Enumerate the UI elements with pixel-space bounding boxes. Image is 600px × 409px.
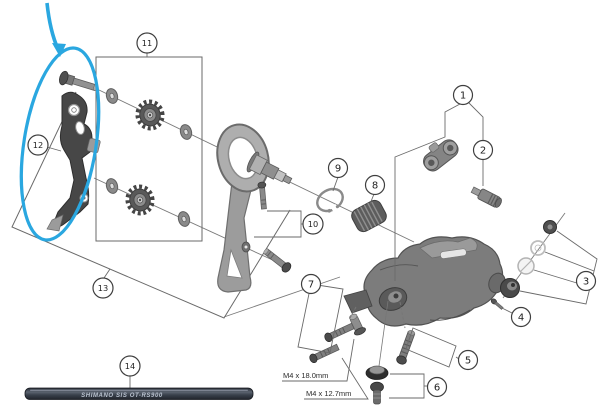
- callout-5: 5: [457, 349, 479, 371]
- callout-2: 2: [472, 139, 494, 161]
- plate-stop-bolt: [257, 181, 267, 210]
- callout-10: 10: [302, 213, 324, 235]
- svg-text:7: 7: [308, 280, 314, 291]
- svg-text:6: 6: [434, 383, 440, 394]
- callout-12: 12: [27, 134, 49, 156]
- callout-1: 1: [452, 84, 474, 106]
- lower-pulley: [125, 184, 155, 216]
- b-axle-bolt: [470, 186, 502, 208]
- upper-pulley: [135, 99, 165, 131]
- svg-text:5: 5: [465, 356, 471, 367]
- plate-assembly-outline: [11, 91, 291, 319]
- svg-text:3: 3: [583, 277, 589, 288]
- cable-fixing-bolts: [309, 306, 366, 364]
- clamp-nut-and-screw: [365, 300, 389, 405]
- svg-text:8: 8: [372, 181, 378, 192]
- bracket-axle-unit: [423, 139, 459, 172]
- svg-text:12: 12: [33, 140, 43, 150]
- cable-print-text: SHIMANO SIS OT-RS900: [81, 393, 163, 399]
- pulley-hub-shaft: [246, 151, 293, 185]
- tension-washer: [177, 211, 191, 227]
- svg-text:11: 11: [142, 38, 152, 48]
- svg-text:4: 4: [518, 313, 524, 324]
- callout-3: 3: [575, 270, 597, 292]
- bolt-spec-bottom: M4 x 12.7mm: [306, 389, 351, 398]
- svg-text:9: 9: [335, 164, 341, 175]
- cable-clamp-plate: [343, 289, 373, 314]
- stop-screw: [490, 298, 504, 310]
- tension-washer: [105, 178, 119, 194]
- svg-text:1: 1: [460, 91, 466, 102]
- pulley-axle-bolt: [59, 70, 98, 92]
- svg-text:13: 13: [98, 283, 108, 293]
- inner-plate: [46, 91, 101, 232]
- callout-14: 14: [119, 355, 141, 377]
- snap-ring: [316, 187, 344, 213]
- highlight-arrow-icon: [45, 2, 60, 50]
- highlight: [19, 2, 101, 242]
- outer-plate: [216, 123, 293, 293]
- callout-7: 7: [300, 273, 322, 295]
- callout-9: 9: [327, 157, 349, 179]
- callout-13: 13: [92, 277, 114, 299]
- callout-6: 6: [426, 376, 448, 398]
- svg-text:10: 10: [308, 219, 318, 229]
- callout-8: 8: [364, 174, 386, 196]
- svg-text:2: 2: [480, 146, 486, 157]
- callout-4: 4: [510, 306, 532, 328]
- rubber-boot: [351, 199, 387, 233]
- svg-text:14: 14: [125, 361, 135, 371]
- cable-housing: SHIMANO SIS OT-RS900: [24, 387, 254, 400]
- derailleur-body: [343, 236, 506, 327]
- plate-mount-bolt: [263, 248, 292, 273]
- leader-lines: [46, 52, 598, 400]
- guide-washer: [179, 124, 193, 140]
- adjusting-washer-stack: [500, 220, 557, 298]
- bolt-spec-top: M4 x 18.0mm: [283, 371, 328, 380]
- callout-11: 11: [136, 32, 158, 54]
- highlight-ellipse: [19, 46, 101, 242]
- guide-washer: [105, 88, 119, 104]
- highlight-arrow-head: [52, 43, 66, 57]
